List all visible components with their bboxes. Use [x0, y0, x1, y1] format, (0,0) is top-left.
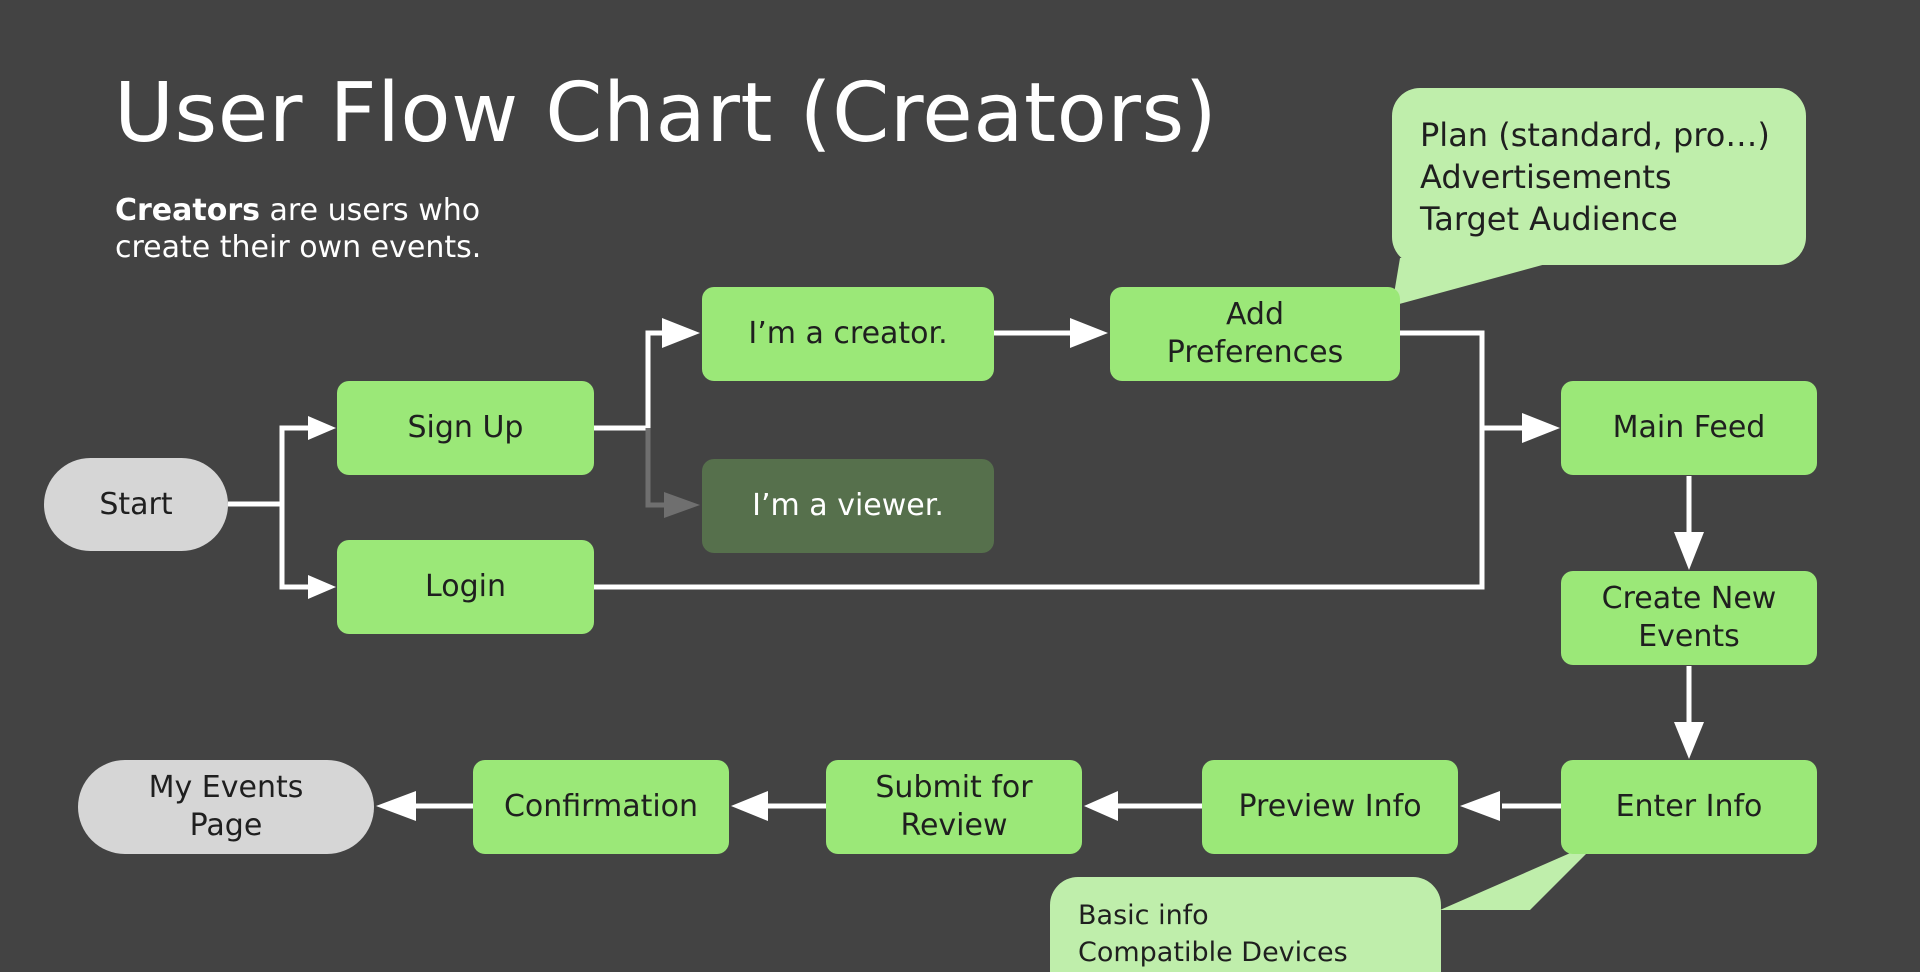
arrowhead: [308, 575, 336, 599]
label-line: Events: [1638, 619, 1740, 654]
info-callout: Basic info Compatible Devices: [1050, 877, 1441, 972]
viewer-label: I’m a viewer.: [752, 488, 944, 523]
label-line: Review: [900, 808, 1008, 843]
info-callout-tail: [1440, 840, 1600, 910]
arrowhead: [1460, 791, 1500, 821]
preferences-callout: Plan (standard, pro…) Advertisements Tar…: [1392, 88, 1806, 265]
submit-for-review-node[interactable]: Submit for Review: [826, 760, 1082, 854]
label-line: Submit for: [875, 770, 1033, 805]
preview-info-node[interactable]: Preview Info: [1202, 760, 1458, 854]
label-line: Add: [1225, 297, 1285, 332]
arrowhead: [1084, 791, 1118, 821]
preferences-to-mainfeed-line: [1400, 330, 1485, 428]
label-line: Page: [189, 808, 263, 843]
arrowhead: [731, 791, 768, 821]
subtitle-line2: create their own events.: [115, 230, 482, 265]
callout-line: Basic info: [1078, 900, 1209, 931]
start-to-signup-arrow: [279, 425, 312, 504]
subtitle: Creators are users who create their own …: [115, 192, 535, 266]
login-to-mainfeed-line: [594, 428, 1485, 590]
submit-for-review-label: Submit for Review: [875, 769, 1032, 845]
arrowhead: [308, 416, 336, 440]
add-preferences-node[interactable]: Add Preferences: [1110, 287, 1400, 381]
signup-to-viewer-arrow: [645, 428, 664, 508]
my-events-page-node[interactable]: My Events Page: [78, 760, 374, 854]
arrowhead: [1070, 318, 1108, 348]
main-feed-label: Main Feed: [1612, 410, 1766, 445]
start-to-login-arrow: [279, 504, 312, 590]
enter-info-node[interactable]: Enter Info: [1561, 760, 1817, 854]
arrowhead: [1674, 532, 1704, 570]
create-new-events-label: Create New Events: [1602, 580, 1777, 656]
confirmation-label: Confirmation: [503, 789, 699, 824]
callout-line: Target Audience: [1420, 200, 1678, 238]
main-feed-node[interactable]: Main Feed: [1561, 381, 1817, 475]
preview-info-label: Preview Info: [1238, 789, 1422, 824]
subtitle-bold: Creators: [115, 193, 261, 228]
login-label: Login: [425, 569, 506, 604]
my-events-page-label: My Events Page: [149, 769, 304, 845]
callout-line: Plan (standard, pro…): [1420, 116, 1770, 154]
confirmation-node[interactable]: Confirmation: [473, 760, 729, 854]
enter-info-label: Enter Info: [1615, 789, 1763, 824]
add-preferences-label: Add Preferences: [1167, 296, 1343, 372]
login-node[interactable]: Login: [337, 540, 594, 634]
signup-to-creator-arrow: [594, 330, 664, 431]
label-line: Create New: [1601, 581, 1777, 616]
arrowhead: [1522, 413, 1560, 443]
arrowhead: [376, 791, 416, 821]
arrowhead: [662, 318, 700, 348]
viewer-node[interactable]: I’m a viewer.: [702, 459, 994, 553]
start-node[interactable]: Start: [44, 458, 228, 551]
preferences-callout-tail: [1392, 258, 1568, 306]
sign-up-label: Sign Up: [407, 410, 524, 445]
label-line: Preferences: [1166, 335, 1344, 370]
label-line: My Events: [148, 770, 304, 805]
creator-node[interactable]: I’m a creator.: [702, 287, 994, 381]
arrowhead: [1674, 722, 1704, 759]
creator-label: I’m a creator.: [748, 316, 948, 351]
callout-line: Compatible Devices: [1078, 937, 1348, 968]
sign-up-node[interactable]: Sign Up: [337, 381, 594, 475]
create-new-events-node[interactable]: Create New Events: [1561, 571, 1817, 665]
viewer-arrowhead: [664, 492, 700, 518]
start-label: Start: [99, 486, 173, 522]
page-title: User Flow Chart (Creators): [114, 66, 1218, 161]
callout-line: Advertisements: [1420, 158, 1672, 196]
subtitle-line1: are users who: [260, 193, 481, 228]
